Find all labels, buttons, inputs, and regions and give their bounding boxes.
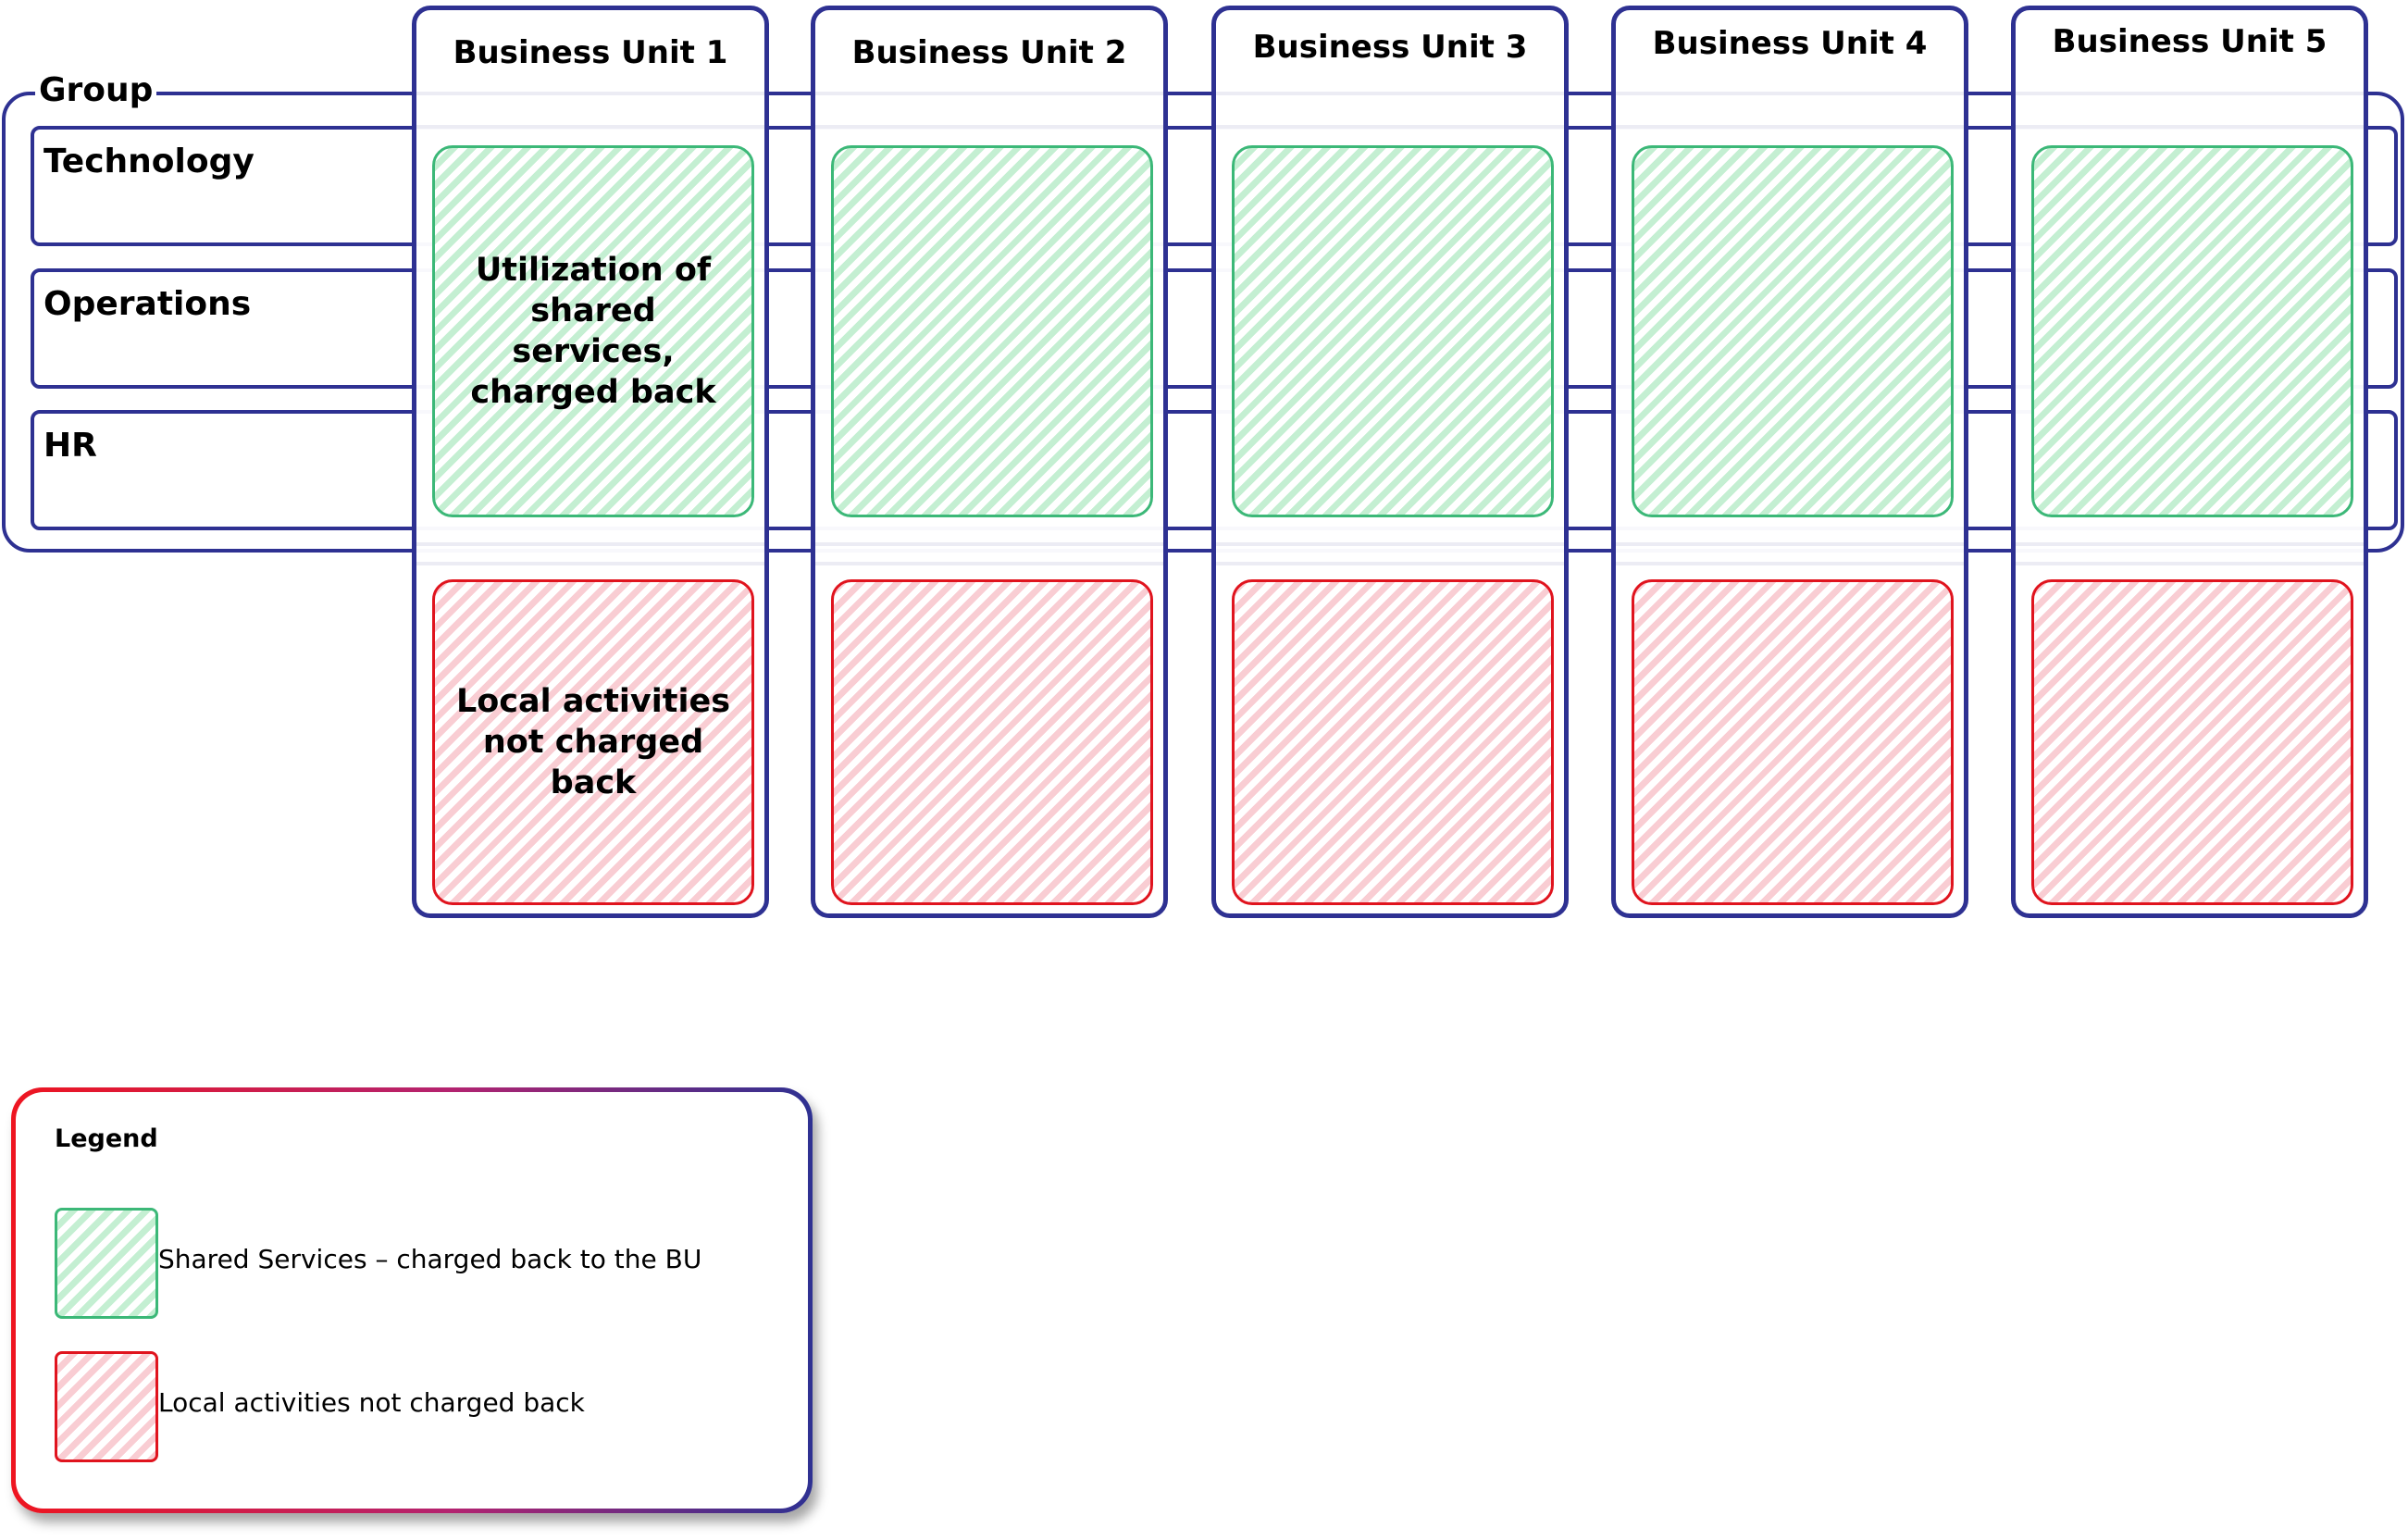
legend: Legend Shared Services – charged back to… bbox=[11, 1087, 813, 1513]
business-unit-3: Business Unit 3 bbox=[1211, 6, 1569, 918]
local-activities-tile bbox=[2031, 579, 2353, 905]
shared-services-tile bbox=[1632, 145, 1954, 517]
divider bbox=[1216, 125, 1564, 129]
local-activities-tile bbox=[831, 579, 1153, 905]
local-activities-tile bbox=[1632, 579, 1954, 905]
divider bbox=[416, 125, 764, 129]
shared-services-tile bbox=[831, 145, 1153, 517]
divider bbox=[1616, 125, 1964, 129]
business-unit-title: Business Unit 1 bbox=[453, 34, 728, 71]
divider bbox=[1616, 542, 1964, 546]
shared-services-tile bbox=[1232, 145, 1554, 517]
divider bbox=[2016, 92, 2364, 95]
business-unit-title: Business Unit 5 bbox=[2052, 23, 2327, 60]
shared-services-text: Utilization of shared services, charged … bbox=[470, 252, 716, 411]
business-unit-4: Business Unit 4 bbox=[1611, 6, 1968, 918]
row-label-technology: Technology bbox=[43, 143, 254, 180]
divider bbox=[2016, 562, 2364, 565]
business-unit-1: Business Unit 1 Utilization of shared se… bbox=[412, 6, 769, 918]
local-activities-tile bbox=[1232, 579, 1554, 905]
divider bbox=[1216, 542, 1564, 546]
divider bbox=[416, 562, 764, 565]
divider bbox=[1616, 92, 1964, 95]
divider bbox=[416, 92, 764, 95]
legend-panel: Legend Shared Services – charged back to… bbox=[16, 1092, 808, 1509]
legend-swatch-shared bbox=[55, 1208, 158, 1319]
business-unit-2: Business Unit 2 bbox=[811, 6, 1168, 918]
local-activities-tile: Local activities not charged back bbox=[432, 579, 754, 905]
legend-label-shared: Shared Services – charged back to the BU bbox=[158, 1244, 702, 1274]
divider bbox=[1616, 562, 1964, 565]
group-label: Group bbox=[35, 70, 157, 111]
shared-services-tile: Utilization of shared services, charged … bbox=[432, 145, 754, 517]
divider bbox=[815, 92, 1163, 95]
shared-services-tile bbox=[2031, 145, 2353, 517]
business-unit-title: Business Unit 2 bbox=[851, 34, 1127, 71]
divider bbox=[1216, 92, 1564, 95]
local-activities-text: Local activities not charged back bbox=[455, 683, 731, 801]
divider bbox=[815, 542, 1163, 546]
divider bbox=[1216, 562, 1564, 565]
divider bbox=[815, 562, 1163, 565]
divider bbox=[2016, 125, 2364, 129]
row-label-hr: HR bbox=[43, 427, 97, 465]
legend-swatch-local bbox=[55, 1351, 158, 1462]
business-unit-title: Business Unit 3 bbox=[1252, 29, 1528, 66]
legend-title: Legend bbox=[55, 1124, 158, 1153]
row-label-operations: Operations bbox=[43, 285, 252, 323]
business-unit-5: Business Unit 5 bbox=[2011, 6, 2368, 918]
business-unit-title: Business Unit 4 bbox=[1652, 25, 1928, 62]
divider bbox=[2016, 542, 2364, 546]
legend-label-local: Local activities not charged back bbox=[158, 1387, 585, 1418]
group-frame bbox=[2, 92, 2404, 553]
divider bbox=[416, 542, 764, 546]
divider bbox=[815, 125, 1163, 129]
